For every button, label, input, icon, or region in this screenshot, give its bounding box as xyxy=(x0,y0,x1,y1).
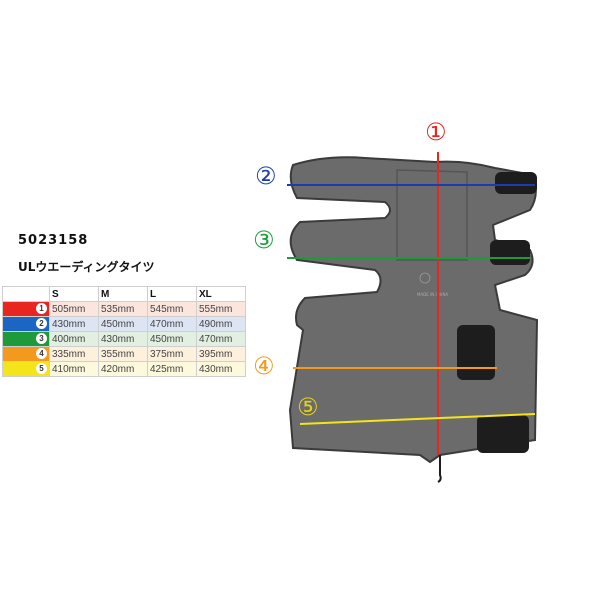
color-swatch: 4 xyxy=(2,346,50,362)
color-swatch: 3 xyxy=(2,331,50,347)
table-cell: 555mm xyxy=(196,301,246,317)
table-cell: 545mm xyxy=(147,301,197,317)
garment-figure: MADE IN CHINA ① ② ③ ④ ⑤ xyxy=(253,118,539,483)
pad-knee xyxy=(457,325,495,380)
table-cell: 470mm xyxy=(147,316,197,332)
table-cell: 335mm xyxy=(49,346,99,362)
table-cell: 410mm xyxy=(49,361,99,377)
garment-panel xyxy=(396,169,468,261)
marker-1: ① xyxy=(425,118,447,146)
garment-label: MADE IN CHINA xyxy=(417,292,448,297)
table-cell: 470mm xyxy=(196,331,246,347)
table-cell: 375mm xyxy=(147,346,197,362)
row-number: 2 xyxy=(36,318,47,329)
color-swatch: 5 xyxy=(2,361,50,377)
measure-line-5 xyxy=(299,413,536,425)
garment-shape xyxy=(288,156,539,464)
table-cell: 505mm xyxy=(49,301,99,317)
header-s: S xyxy=(49,286,99,302)
table-row: 4 335mm 355mm 375mm 395mm xyxy=(2,346,246,362)
table-row: 1 505mm 535mm 545mm 555mm xyxy=(2,301,246,317)
marker-4: ④ xyxy=(253,352,275,380)
product-code: 5023158 xyxy=(18,233,89,248)
table-cell: 355mm xyxy=(98,346,148,362)
marker-2: ② xyxy=(255,162,277,190)
table-row: 2 430mm 450mm 470mm 490mm xyxy=(2,316,246,332)
color-swatch: 2 xyxy=(2,316,50,332)
table-cell: 430mm xyxy=(98,331,148,347)
pad-bottom-right xyxy=(477,415,529,453)
row-number: 5 xyxy=(36,363,47,374)
table-row: 3 400mm 430mm 450mm 470mm xyxy=(2,331,246,347)
table-cell: 490mm xyxy=(196,316,246,332)
marker-3: ③ xyxy=(253,226,275,254)
table-row: 5 410mm 420mm 425mm 430mm xyxy=(2,361,246,377)
table-cell: 535mm xyxy=(98,301,148,317)
table-cell: 430mm xyxy=(196,361,246,377)
table-cell: 420mm xyxy=(98,361,148,377)
header-m: M xyxy=(98,286,148,302)
table-cell: 425mm xyxy=(147,361,197,377)
table-cell: 430mm xyxy=(49,316,99,332)
marker-5: ⑤ xyxy=(297,393,319,421)
header-corner xyxy=(2,286,50,302)
row-number: 4 xyxy=(36,348,47,359)
table-cell: 400mm xyxy=(49,331,99,347)
row-number: 1 xyxy=(36,303,47,314)
header-l: L xyxy=(147,286,197,302)
size-table-header: S M L XL xyxy=(2,286,246,302)
drawstring xyxy=(437,455,442,483)
table-cell: 450mm xyxy=(98,316,148,332)
product-name: ULウエーディングタイツ xyxy=(18,260,155,274)
size-table: S M L XL 1 505mm 535mm 545mm 555mm 2 430… xyxy=(2,286,246,377)
row-number: 3 xyxy=(36,333,47,344)
pad-mid-right xyxy=(490,240,530,265)
header-xl: XL xyxy=(196,286,246,302)
color-swatch: 1 xyxy=(2,301,50,317)
pad-top-right xyxy=(495,172,537,194)
table-cell: 450mm xyxy=(147,331,197,347)
garment-logo xyxy=(419,272,431,284)
table-cell: 395mm xyxy=(196,346,246,362)
